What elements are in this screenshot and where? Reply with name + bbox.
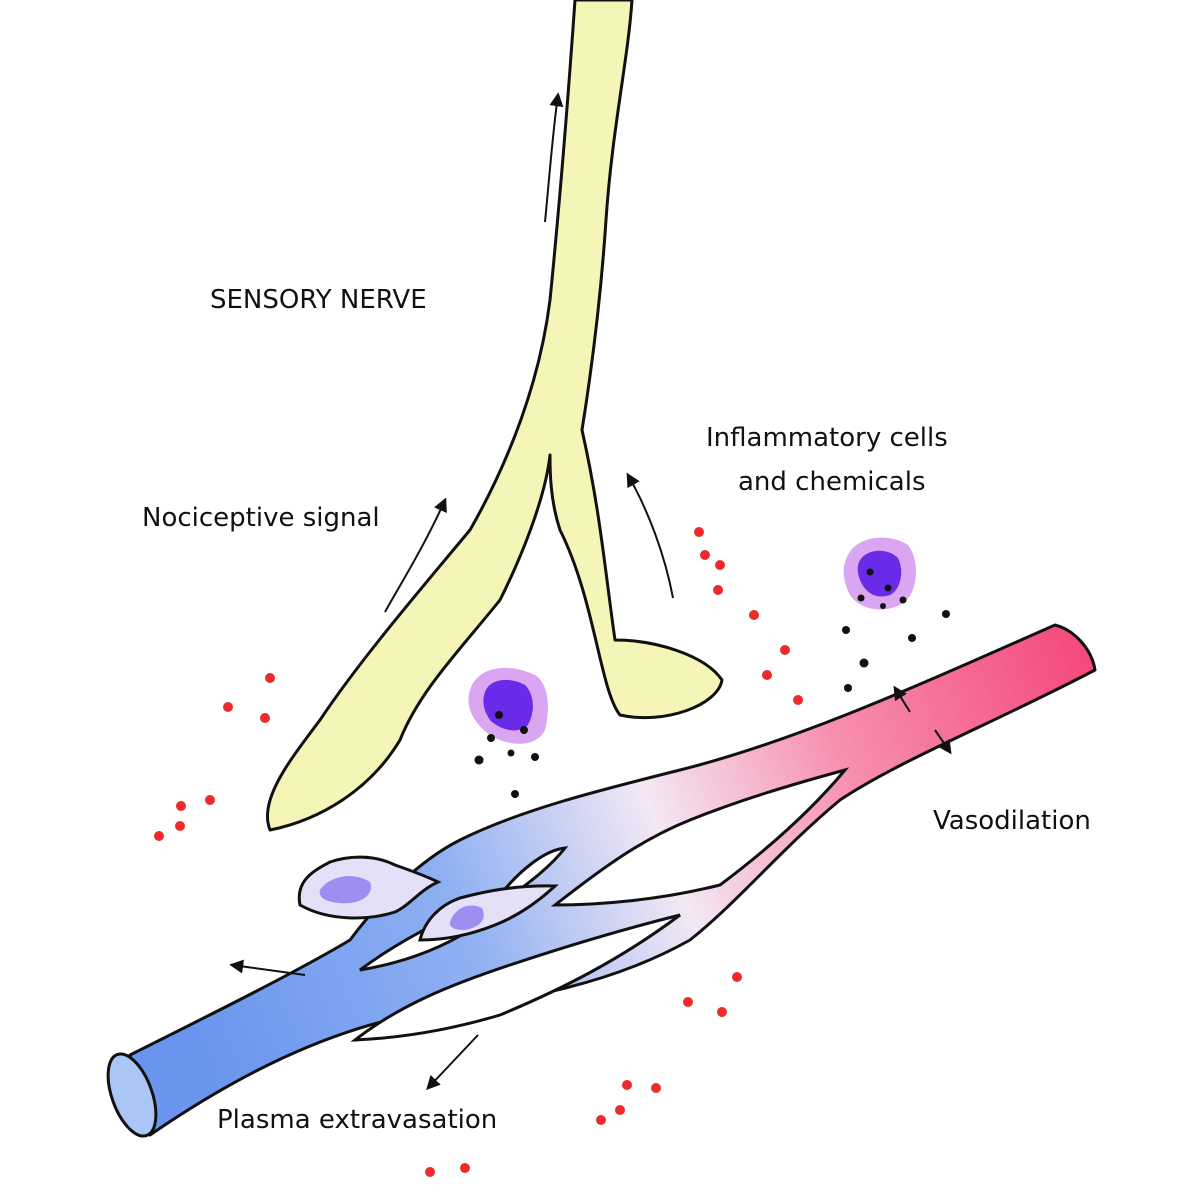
- red-particle: [223, 702, 233, 712]
- inflammatory-cells-label-line2: and chemicals: [738, 467, 926, 497]
- red-particle: [780, 645, 790, 655]
- inflammatory-cells-label-line1: Inflammatory cells: [706, 423, 948, 453]
- signal-arrow-left: [384, 497, 447, 613]
- mast-cell-right: [842, 537, 950, 692]
- signal-arrow-right: [626, 472, 674, 599]
- red-particle: [762, 670, 772, 680]
- sensory-nerve-label: SENSORY NERVE: [210, 285, 427, 315]
- red-particle: [615, 1105, 625, 1115]
- red-particle: [732, 972, 742, 982]
- red-particle: [683, 997, 693, 1007]
- red-particle: [622, 1080, 632, 1090]
- red-particle: [717, 1007, 727, 1017]
- red-particle: [176, 801, 186, 811]
- vessel-gap-middle: [550, 767, 850, 907]
- sensory-nerve: [265, 0, 724, 832]
- vasodilation-arrow-down: [934, 729, 952, 755]
- red-particle: [425, 1167, 435, 1177]
- endothelial-cell-right: [418, 884, 559, 942]
- endothelial-cell-left: [297, 855, 442, 920]
- plasma-extravasation-label: Plasma extravasation: [217, 1105, 498, 1135]
- red-particle: [694, 527, 704, 537]
- red-particle: [260, 713, 270, 723]
- vasodilation-label: Vasodilation: [933, 806, 1091, 836]
- extravasation-arrow-left: [229, 959, 306, 976]
- red-particle: [715, 560, 725, 570]
- red-particle: [793, 695, 803, 705]
- red-particle: [596, 1115, 606, 1125]
- mast-cell-center: [468, 667, 548, 798]
- extravasation-arrow-bottom: [426, 1034, 479, 1091]
- red-particle: [460, 1163, 470, 1173]
- red-particles: [154, 527, 803, 1177]
- nociceptive-signal-label: Nociceptive signal: [142, 503, 380, 533]
- red-particle: [651, 1083, 661, 1093]
- red-particle: [265, 673, 275, 683]
- red-particle: [749, 610, 759, 620]
- vessel-gap-lower: [350, 913, 681, 1042]
- signal-arrow-top: [544, 92, 564, 223]
- vasodilation-arrow-up: [893, 685, 911, 713]
- red-particle: [205, 795, 215, 805]
- vessel-lumen: [106, 1052, 158, 1138]
- red-particle: [154, 831, 164, 841]
- red-particle: [700, 550, 710, 560]
- red-particle: [175, 821, 185, 831]
- red-particle: [713, 585, 723, 595]
